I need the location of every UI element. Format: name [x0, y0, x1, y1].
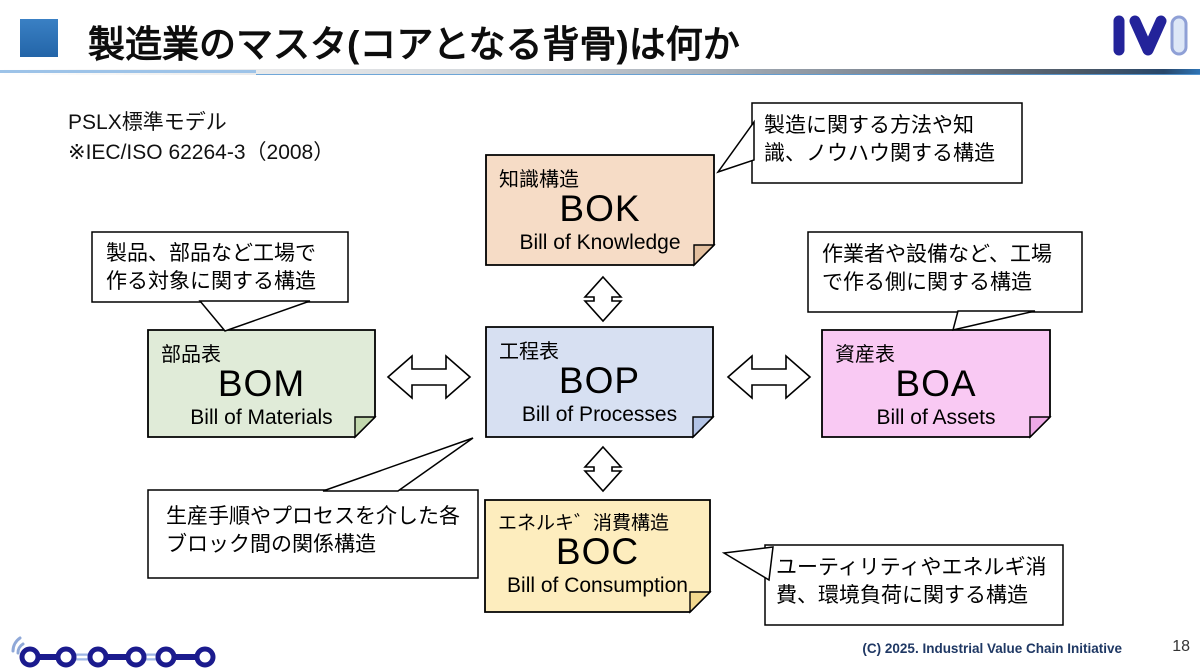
arrow-bop-boa	[726, 354, 812, 400]
chain-node-4	[125, 646, 147, 668]
boc-note-bubble	[764, 544, 1064, 626]
arrow-bop-boc	[583, 445, 623, 493]
ivi-letter-i2	[1170, 15, 1188, 56]
bok-full-name: Bill of Knowledge	[519, 230, 681, 254]
copyright-text: (C) 2025. Industrial Value Chain Initiat…	[862, 641, 1122, 656]
bop-note-bubble	[147, 489, 479, 579]
bop-box-fold	[692, 416, 715, 439]
chain-logo-arc-inner	[16, 642, 25, 655]
chain-node-2	[55, 646, 77, 668]
bok-acronym: BOK	[559, 188, 641, 229]
bop-box: 工程表 BOP Bill of Processes	[486, 327, 713, 437]
boc-label: エネルキ゛消費構造	[498, 513, 670, 534]
bom-box-fold	[354, 416, 377, 439]
bop-note-text: 生産手順やプロセスを介した各ブロック間の関係構造	[166, 505, 460, 556]
standard-note-line2: ※IEC/ISO 62264-3（2008）	[68, 141, 335, 165]
arrow-bok-bop	[583, 275, 623, 323]
chain-logo	[11, 636, 216, 668]
boc-box: エネルキ゛消費構造 BOC Bill of Consumption	[485, 500, 710, 612]
bop-acronym: BOP	[558, 360, 641, 401]
arrow-bom-bop	[386, 354, 472, 400]
bom-note-text: 製品、部品など工場で作る対象に関する構造	[106, 242, 316, 293]
bom-acronym: BOM	[217, 363, 306, 404]
bop-label: 工程表	[499, 341, 559, 363]
page-title: 製造業のマスタ(コアとなる背骨)は何か	[88, 24, 740, 65]
bom-note-bubble	[91, 231, 349, 303]
bok-note-bubble	[751, 102, 1023, 184]
ivi-logo	[1113, 15, 1188, 56]
bok-note-text: 製造に関する方法や知識、ノウハウ関する構造	[764, 114, 995, 165]
bop-note-tail	[322, 437, 474, 492]
boc-note-text: ユーティリティやエネルギ消費、環境負荷に関する構造	[776, 556, 1047, 607]
bop-full-name: Bill of Processes	[521, 402, 678, 426]
boc-acronym: BOC	[555, 531, 640, 572]
boa-label: 資産表	[835, 344, 895, 366]
boa-full-name: Bill of Assets	[876, 405, 996, 429]
boa-note-text: 作業者や設備など、工場で作る側に関する構造	[822, 243, 1052, 294]
boc-full-name: Bill of Consumption	[507, 573, 688, 597]
boa-box-fold	[1029, 416, 1052, 439]
boa-box: 資産表 BOA Bill of Assets	[822, 330, 1050, 437]
chain-node-5	[155, 646, 177, 668]
title-divider-accent	[0, 70, 256, 73]
chain-logo-arc-outer	[11, 636, 22, 653]
chain-node-6	[194, 646, 216, 668]
bom-full-name: Bill of Materials	[190, 405, 333, 429]
ivi-letter-v	[1129, 15, 1167, 56]
bom-box: 部品表 BOM Bill of Materials	[148, 330, 375, 437]
bok-box-fold	[693, 244, 716, 267]
bok-label: 知識構造	[499, 169, 579, 191]
standard-note-line1: PSLX標準モデル	[68, 111, 227, 134]
bom-label: 部品表	[161, 344, 221, 366]
title-divider	[0, 69, 1200, 75]
standard-note: PSLX標準モデル ※IEC/ISO 62264-3（2008）	[68, 108, 334, 169]
boa-acronym: BOA	[895, 363, 977, 404]
chain-node-3	[87, 646, 109, 668]
bom-note-tail	[198, 300, 311, 332]
page-number: 18	[1172, 638, 1190, 655]
bok-note-tail	[716, 119, 755, 174]
boc-box-fold	[689, 591, 712, 614]
title-divider-underline	[256, 74, 1200, 75]
boc-note-tail	[721, 546, 774, 582]
boa-note-bubble	[807, 231, 1083, 313]
chain-node-1	[19, 646, 41, 668]
title-bullet-square	[20, 19, 58, 57]
boa-note-tail	[951, 310, 1036, 332]
bok-box: 知識構造 BOK Bill of Knowledge	[486, 155, 714, 265]
